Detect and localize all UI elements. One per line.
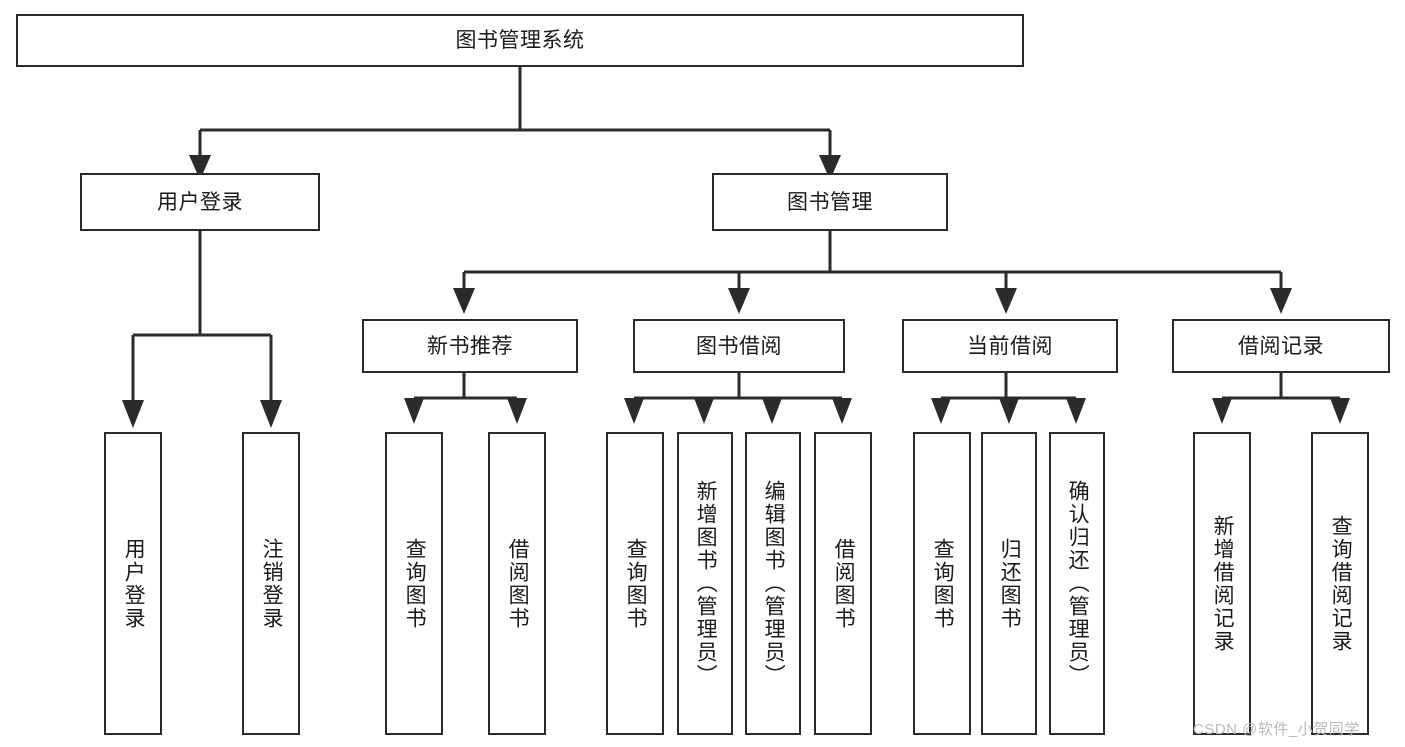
node-book-borrow[interactable]: 图书借阅 bbox=[633, 319, 845, 373]
leaf-edit-book-label: 编辑图书（管理员） bbox=[762, 480, 786, 687]
leaf-text-wrap: 查询图书 bbox=[621, 434, 649, 733]
leaf-borrow-book-1[interactable]: 借阅图书 bbox=[488, 432, 546, 735]
node-current-borrow[interactable]: 当前借阅 bbox=[902, 319, 1118, 373]
leaf-user-login-label: 用户登录 bbox=[122, 537, 146, 630]
leaf-confirm-return[interactable]: 确认归还（管理员） bbox=[1049, 432, 1105, 735]
leaf-logout-label: 注销登录 bbox=[260, 537, 284, 630]
leaf-return-book[interactable]: 归还图书 bbox=[981, 432, 1037, 735]
node-user-login[interactable]: 用户登录 bbox=[80, 173, 320, 231]
node-root-system[interactable]: 图书管理系统 bbox=[16, 14, 1024, 67]
leaf-edit-book[interactable]: 编辑图书（管理员） bbox=[745, 432, 801, 735]
leaf-text-wrap: 编辑图书（管理员） bbox=[759, 434, 787, 733]
leaf-query-book-1-label: 查询图书 bbox=[403, 537, 427, 630]
leaf-text-wrap: 查询借阅记录 bbox=[1326, 434, 1354, 733]
leaf-add-record[interactable]: 新增借阅记录 bbox=[1193, 432, 1251, 735]
leaf-add-book[interactable]: 新增图书（管理员） bbox=[677, 432, 733, 735]
leaf-query-book-3-label: 查询图书 bbox=[931, 537, 955, 630]
leaf-borrow-book-1-label: 借阅图书 bbox=[506, 537, 530, 630]
leaf-text-wrap: 新增借阅记录 bbox=[1208, 434, 1236, 733]
arrowhead-current-borrow bbox=[995, 288, 1017, 314]
arrowhead-borrowrecord-c2 bbox=[1330, 398, 1350, 424]
leaf-query-book-2[interactable]: 查询图书 bbox=[606, 432, 664, 735]
leaf-text-wrap: 借阅图书 bbox=[503, 434, 531, 733]
leaf-text-wrap: 注销登录 bbox=[257, 434, 285, 733]
node-book-borrow-label: 图书借阅 bbox=[696, 334, 782, 358]
leaf-text-wrap: 新增图书（管理员） bbox=[691, 434, 719, 733]
leaf-borrow-book-2[interactable]: 借阅图书 bbox=[814, 432, 872, 735]
node-borrow-record-label: 借阅记录 bbox=[1238, 334, 1324, 358]
node-root-label: 图书管理系统 bbox=[455, 29, 585, 52]
arrowhead-newbook-c1 bbox=[404, 398, 424, 424]
node-book-management[interactable]: 图书管理 bbox=[712, 173, 948, 231]
node-book-management-label: 图书管理 bbox=[787, 190, 873, 214]
node-new-book-recommend[interactable]: 新书推荐 bbox=[362, 319, 578, 373]
leaf-text-wrap: 借阅图书 bbox=[829, 434, 857, 733]
arrowhead-borrowrecord-c1 bbox=[1212, 398, 1232, 424]
arrowhead-user-login-leaf bbox=[122, 400, 144, 428]
leaf-text-wrap: 归还图书 bbox=[995, 434, 1023, 733]
leaf-query-book-2-label: 查询图书 bbox=[624, 537, 648, 630]
arrowhead-bookborrow-c1 bbox=[624, 398, 644, 424]
arrowhead-book-borrow bbox=[728, 288, 750, 314]
arrowhead-currentborrow-c2 bbox=[999, 398, 1019, 424]
arrowhead-borrow-record bbox=[1270, 288, 1292, 314]
csdn-watermark: CSDN @软件_小贺同学 bbox=[1193, 721, 1360, 738]
leaf-query-record-label: 查询借阅记录 bbox=[1329, 514, 1353, 653]
leaf-add-book-label: 新增图书（管理员） bbox=[694, 480, 718, 687]
leaf-query-record[interactable]: 查询借阅记录 bbox=[1311, 432, 1369, 735]
arrowhead-bookborrow-c3 bbox=[762, 398, 782, 424]
arrowhead-currentborrow-c3 bbox=[1066, 398, 1086, 424]
leaf-logout[interactable]: 注销登录 bbox=[242, 432, 300, 735]
leaf-text-wrap: 查询图书 bbox=[928, 434, 956, 733]
leaf-text-wrap: 用户登录 bbox=[119, 434, 147, 733]
node-user-login-label: 用户登录 bbox=[157, 190, 243, 214]
arrowhead-bookborrow-c2 bbox=[694, 398, 714, 424]
arrowhead-bookborrow-c4 bbox=[832, 398, 852, 424]
arrowhead-new-book-recommend bbox=[453, 288, 475, 314]
leaf-query-book-3[interactable]: 查询图书 bbox=[913, 432, 971, 735]
leaf-text-wrap: 确认归还（管理员） bbox=[1063, 434, 1091, 733]
leaf-borrow-book-2-label: 借阅图书 bbox=[832, 537, 856, 630]
leaf-return-book-label: 归还图书 bbox=[998, 537, 1022, 630]
node-borrow-record[interactable]: 借阅记录 bbox=[1172, 319, 1390, 373]
arrowhead-logout-leaf bbox=[260, 400, 282, 428]
leaf-text-wrap: 查询图书 bbox=[400, 434, 428, 733]
leaf-user-login[interactable]: 用户登录 bbox=[104, 432, 162, 735]
node-new-book-recommend-label: 新书推荐 bbox=[427, 334, 513, 358]
node-current-borrow-label: 当前借阅 bbox=[967, 334, 1053, 358]
arrowhead-newbook-c2 bbox=[507, 398, 527, 424]
leaf-add-record-label: 新增借阅记录 bbox=[1211, 514, 1235, 653]
leaf-confirm-return-label: 确认归还（管理员） bbox=[1066, 480, 1090, 687]
leaf-query-book-1[interactable]: 查询图书 bbox=[385, 432, 443, 735]
arrowhead-currentborrow-c1 bbox=[931, 398, 951, 424]
